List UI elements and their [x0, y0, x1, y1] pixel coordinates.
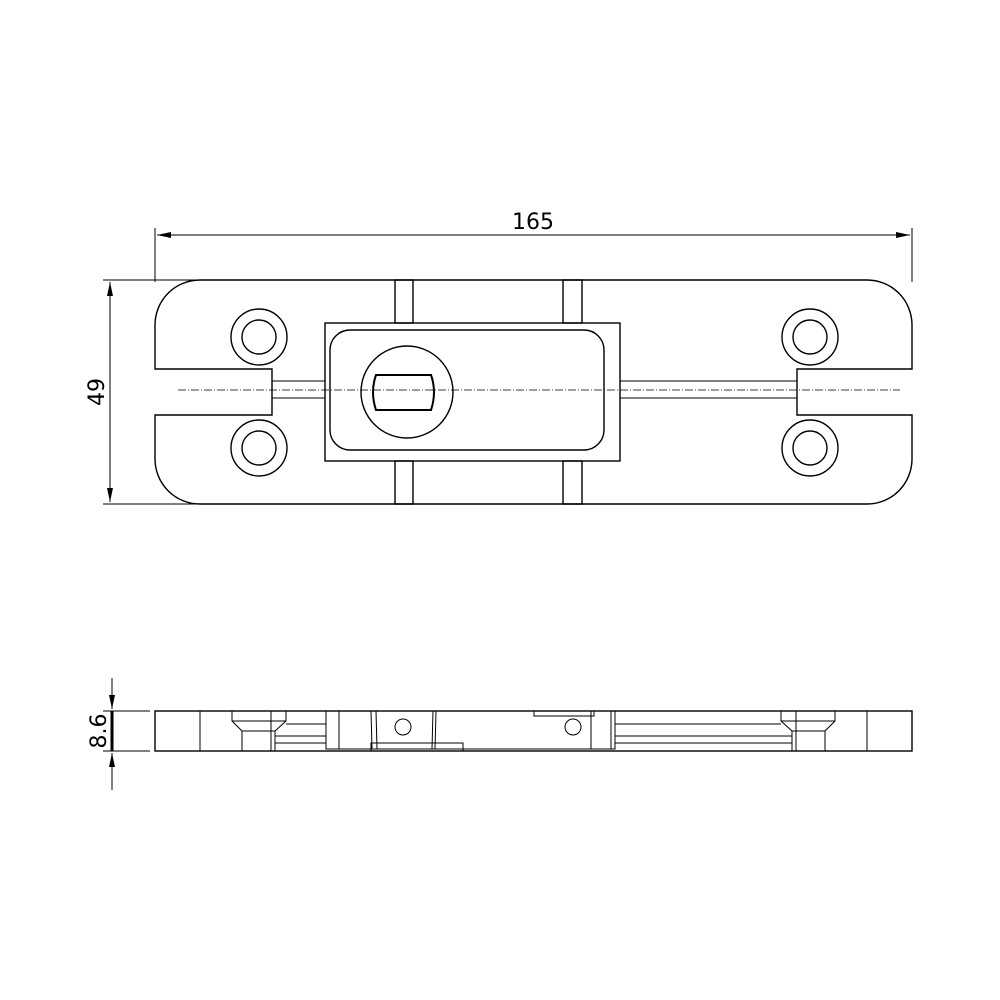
plate-outline [154, 279, 913, 505]
straps [394, 279, 583, 505]
hole-icon [781, 419, 839, 477]
hole-icon [781, 308, 839, 366]
dimension-length: 165 [154, 210, 913, 282]
pin-hole-icon [394, 718, 412, 736]
mounting-holes [230, 308, 839, 477]
countersink-left [231, 711, 326, 751]
hole-icon [230, 308, 288, 366]
dimension-height-label: 8.6 [87, 714, 112, 749]
dimension-width: 49 [85, 279, 200, 505]
countersink-right [615, 711, 836, 751]
dimension-height: 8.6 [87, 678, 150, 790]
hole-icon [230, 419, 288, 477]
side-view [154, 710, 913, 752]
housing-side [325, 710, 616, 752]
keyhole-icon [372, 374, 435, 411]
pin-hole-icon [564, 718, 582, 736]
cylinder-circle [360, 345, 454, 439]
dimension-length-label: 165 [512, 210, 554, 235]
lock-housing [324, 322, 621, 462]
dimension-width-label: 49 [85, 378, 110, 406]
top-view [154, 279, 913, 505]
bar [272, 380, 797, 399]
